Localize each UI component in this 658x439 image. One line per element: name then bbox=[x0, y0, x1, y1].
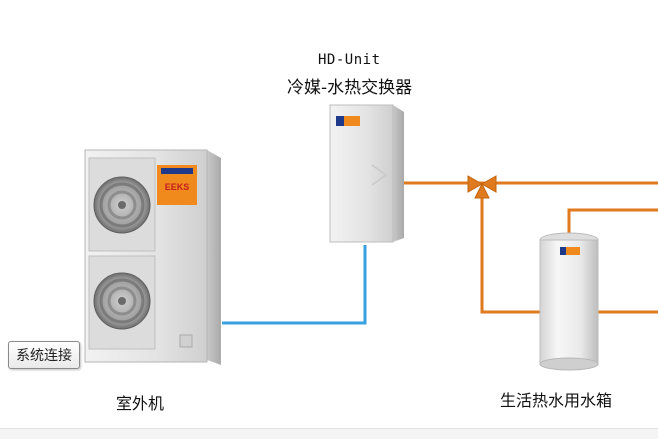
hot-water-pipes bbox=[404, 181, 658, 314]
hd-unit bbox=[329, 104, 404, 243]
brand-logo-icon bbox=[161, 168, 193, 174]
fan-lower-icon bbox=[93, 272, 151, 330]
hd-brand-label-icon bbox=[336, 116, 360, 126]
tank-brand-label-icon bbox=[560, 247, 580, 255]
hd-unit-model-label: HD-Unit bbox=[318, 52, 381, 68]
outdoor-unit-label: 室外机 bbox=[116, 394, 165, 413]
system-connection-button[interactable]: 系统连接 bbox=[8, 341, 80, 369]
hd-unit-name-label: 冷媒-水热交换器 bbox=[287, 78, 413, 98]
hot-water-tank bbox=[539, 232, 599, 371]
fan-upper-icon bbox=[93, 176, 151, 234]
footer-bar bbox=[0, 428, 658, 439]
refrigerant-pipe bbox=[222, 245, 367, 325]
outdoor-unit bbox=[84, 149, 221, 365]
tank-label: 生活热水用水箱 bbox=[500, 391, 613, 410]
three-way-valve bbox=[467, 175, 497, 199]
